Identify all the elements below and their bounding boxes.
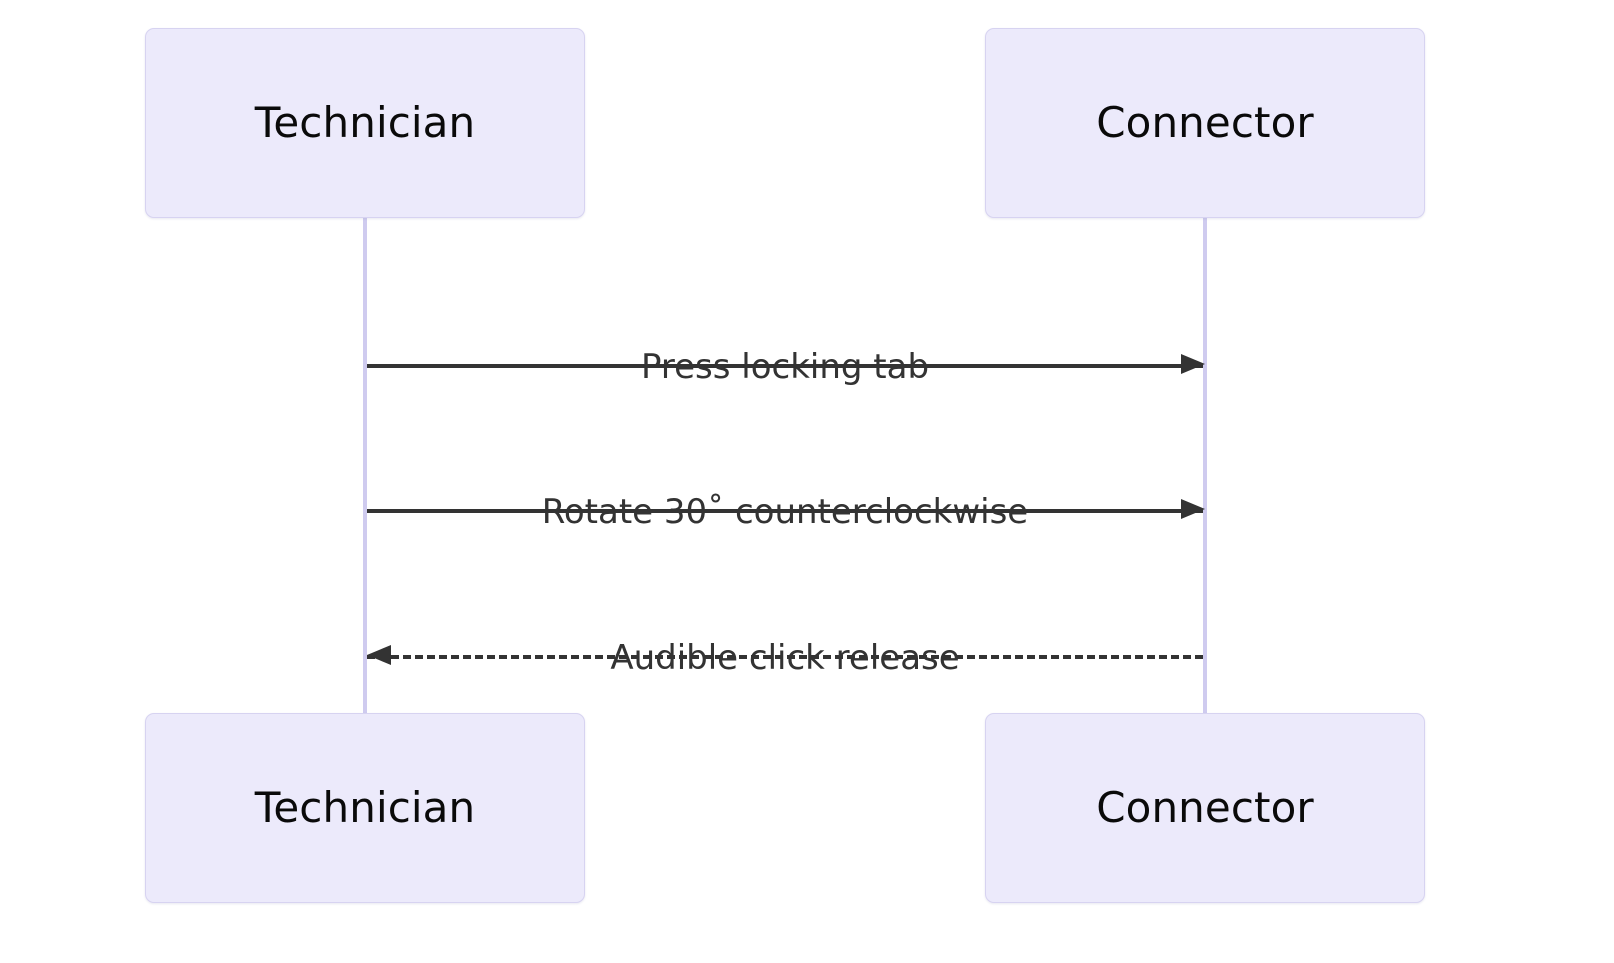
actor-box-connector-bottom[interactable]: Connector xyxy=(985,713,1425,903)
message-line-0 xyxy=(367,364,1203,368)
arrowhead-right-icon-1 xyxy=(1181,499,1205,519)
lifeline-technician xyxy=(363,217,367,713)
lifeline-connector xyxy=(1203,217,1207,713)
actor-box-connector-top[interactable]: Connector xyxy=(985,28,1425,218)
arrowhead-right-icon-0 xyxy=(1181,354,1205,374)
actor-label-connector-top: Connector xyxy=(1096,98,1314,147)
message-line-1 xyxy=(367,509,1203,513)
actor-label-technician-top: Technician xyxy=(254,98,476,147)
actor-box-technician-bottom[interactable]: Technician xyxy=(145,713,585,903)
actor-label-technician-bottom: Technician xyxy=(254,783,476,832)
arrowhead-left-icon-2 xyxy=(367,645,391,665)
actor-box-technician-top[interactable]: Technician xyxy=(145,28,585,218)
actor-label-connector-bottom: Connector xyxy=(1096,783,1314,832)
message-line-2 xyxy=(367,655,1203,659)
